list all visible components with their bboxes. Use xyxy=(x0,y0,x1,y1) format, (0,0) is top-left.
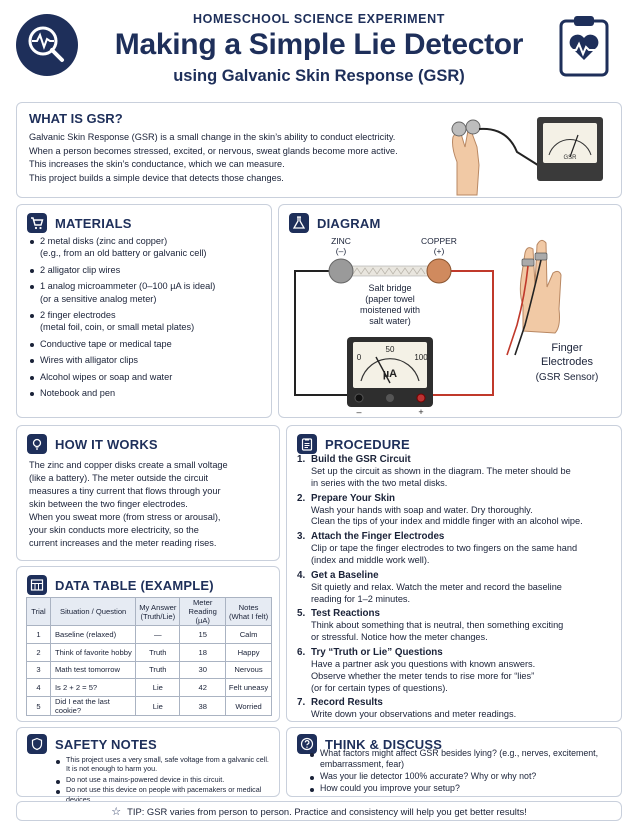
data-table-title: DATA TABLE (EXAMPLE) xyxy=(55,577,214,593)
list-item: 2 metal disks (zinc and copper)(e.g., fr… xyxy=(29,235,269,260)
cart-icon xyxy=(27,213,47,233)
question-icon xyxy=(297,734,317,754)
hand-meter-illustration: GSR xyxy=(451,117,603,196)
what-is-line: Galvanic Skin Response (GSR) is a small … xyxy=(29,132,396,142)
list-item: 2 finger electrodes(metal foil, coin, or… xyxy=(29,309,269,334)
page-title: Making a Simple Lie Detector xyxy=(114,28,524,61)
zinc-disk xyxy=(328,258,354,284)
materials-title: MATERIALS xyxy=(55,215,132,231)
copper-sign: (+) xyxy=(434,246,445,256)
data-table-panel: DATA TABLE (EXAMPLE) Trial Situation / Q… xyxy=(16,566,280,722)
table-header-row: Trial Situation / Question My Answer(Tru… xyxy=(26,597,272,626)
list-item: Do not use this device on people with pa… xyxy=(55,785,279,804)
magnifier-heartbeat-icon xyxy=(28,26,64,62)
copper-label: COPPER xyxy=(421,236,457,246)
sensor-label: (GSR Sensor) xyxy=(536,372,599,383)
how-it-works-panel: HOW IT WORKS The zinc and copper disks c… xyxy=(16,425,280,561)
copper-disk xyxy=(426,258,452,284)
meter-unit: µA xyxy=(383,368,397,380)
how-it-works-title: HOW IT WORKS xyxy=(55,436,158,452)
circuit-diagram: ZINC (–) COPPER (+) Salt bridge (paper t… xyxy=(294,236,599,417)
tip-text: TIP: GSR varies from person to person. P… xyxy=(127,805,527,817)
list-item: Was your lie detector 100% accurate? Why… xyxy=(309,771,621,782)
what-is-line: When a person becomes stressed, excited,… xyxy=(29,145,398,156)
list-item: Alcohol wipes or soap and water xyxy=(29,371,269,383)
header-icon-left xyxy=(16,14,78,76)
svg-text:+: + xyxy=(418,407,423,417)
salt-bridge-label: (paper towel xyxy=(365,294,415,304)
header: HOMESCHOOL SCIENCE EXPERIMENT Making a S… xyxy=(0,0,638,100)
header-kicker: HOMESCHOOL SCIENCE EXPERIMENT xyxy=(193,12,445,26)
what-is-gsr-title: WHAT IS GSR? xyxy=(29,111,123,126)
what-is-line: This increases the skin’s conductance, w… xyxy=(29,159,285,170)
page-subtitle: using Galvanic Skin Response (GSR) xyxy=(173,67,465,85)
list-item: Do not use a mains-powered device in thi… xyxy=(55,775,279,785)
zinc-sign: (–) xyxy=(336,246,347,256)
materials-list: 2 metal disks (zinc and copper)(e.g., fr… xyxy=(29,235,269,403)
shield-icon xyxy=(27,734,47,754)
salt-bridge-label: moistened with xyxy=(360,305,420,315)
list-item: Wires with alligator clips xyxy=(29,354,269,366)
diagram-panel: DIAGRAM ZINC (–) COPPER (+) Salt bridge … xyxy=(278,204,622,418)
data-table: Trial Situation / Question My Answer(Tru… xyxy=(26,597,272,717)
svg-text:–: – xyxy=(356,407,361,417)
electrodes-label: Electrodes xyxy=(541,356,593,368)
electrode-disk-icon xyxy=(465,119,481,135)
diagram-title: DIAGRAM xyxy=(317,215,381,231)
list-item: 1 analog microammeter (0–100 µA is ideal… xyxy=(29,280,269,305)
list-item: This project uses a very small, safe vol… xyxy=(55,755,279,774)
list-item: Notebook and pen xyxy=(29,387,269,399)
safety-notes-panel: SAFETY NOTES This project uses a very sm… xyxy=(16,727,280,804)
svg-text:0: 0 xyxy=(357,353,362,362)
list-item: 2 alligator clip wires xyxy=(29,264,269,276)
table-icon xyxy=(27,575,47,595)
list-item: What factors might affect GSR besides ly… xyxy=(309,748,621,770)
lightbulb-icon xyxy=(27,434,47,454)
think-discuss-title: THINK & DISCUSS xyxy=(325,736,443,752)
tip-bar: ☆ TIP: GSR varies from person to person.… xyxy=(16,801,622,821)
safety-list: This project uses a very small, safe vol… xyxy=(55,755,279,805)
meter-gsr-label: GSR xyxy=(563,155,577,161)
think-discuss-panel: THINK & DISCUSS What factors might affec… xyxy=(286,727,622,797)
header-icon-right xyxy=(558,14,610,78)
star-icon: ☆ xyxy=(111,805,122,818)
list-item: Conductive tape or medical tape xyxy=(29,338,269,350)
clipboard-heart-icon xyxy=(559,16,609,77)
svg-text:50: 50 xyxy=(386,345,395,354)
svg-text:100: 100 xyxy=(414,353,428,362)
electrodes-label: Finger xyxy=(551,342,583,354)
electrode-disk-icon xyxy=(451,121,467,137)
clipboard-icon xyxy=(297,434,317,454)
think-list: What factors might affect GSR besides ly… xyxy=(309,748,621,795)
what-is-gsr-text: Galvanic Skin Response (GSR) is a small … xyxy=(29,131,429,185)
salt-bridge-label: salt water) xyxy=(369,316,411,326)
what-is-gsr-panel: WHAT IS GSR? Galvanic Skin Response (GSR… xyxy=(16,102,622,198)
how-it-works-text: The zinc and copper disks create a small… xyxy=(29,460,228,548)
safety-notes-title: SAFETY NOTES xyxy=(55,736,157,752)
procedure-title: PROCEDURE xyxy=(325,436,410,452)
list-item: How could you improve your setup? xyxy=(309,783,621,794)
materials-panel: MATERIALS 2 metal disks (zinc and copper… xyxy=(16,204,272,418)
flask-icon xyxy=(289,213,309,233)
salt-bridge-label: Salt bridge xyxy=(368,283,411,293)
what-is-line: This project builds a simple device that… xyxy=(29,172,284,183)
zinc-label: ZINC xyxy=(331,236,351,246)
